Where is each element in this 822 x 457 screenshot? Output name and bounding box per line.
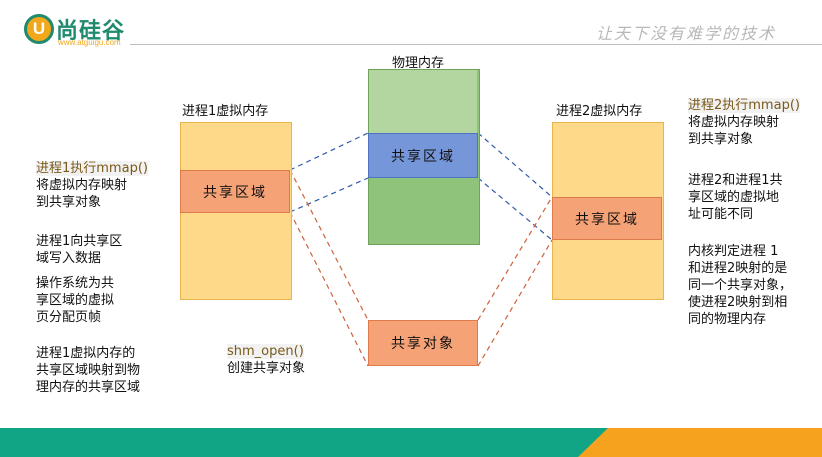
logo-icon: U: [24, 14, 54, 44]
p1-to-obj-bottom: [289, 211, 369, 367]
phys-to-p2-bottom: [477, 177, 553, 241]
slogan: 让天下没有难学的技术: [595, 24, 776, 43]
process1-title: 进程1虚拟内存: [182, 104, 269, 119]
shm-open-text: 创建共享对象: [227, 361, 306, 376]
shm-open-code: shm_open(): [227, 344, 304, 359]
shm-open-note: shm_open() 创建共享对象: [227, 343, 305, 377]
logo-url: www.atguigu.com: [58, 38, 121, 47]
left-note-2: 进程1向共享区 域写入数据: [36, 234, 123, 266]
logo-name: 尚硅谷: [56, 19, 126, 44]
obj-to-p2-top: [477, 196, 553, 321]
shared-object: 共享对象: [368, 320, 478, 366]
right-note-2: 进程2和进程1共 享区域的虚拟地 址可能不同: [688, 173, 783, 222]
physical-memory-title: 物理内存: [392, 56, 445, 71]
obj-to-p2-bottom: [477, 239, 553, 367]
left-note-3: 操作系统为共 享区域的虚拟 页分配页帧: [36, 276, 115, 325]
right-note-1: 进程2执行mmap() 将虚拟内存映射 到共享对象: [688, 98, 800, 147]
p1-to-obj-top: [289, 169, 369, 321]
process1-shared-region: 共享区域: [180, 170, 290, 213]
physical-shared-region: 共享区域: [368, 133, 478, 178]
header-divider: [130, 44, 822, 45]
process2-shared-region: 共享区域: [552, 197, 662, 240]
left-note-1: 进程1执行mmap() 将虚拟内存映射 到共享对象: [36, 161, 148, 210]
left-note-4: 进程1虚拟内存的 共享区域映射到物 理内存的共享区域: [36, 346, 141, 395]
p1-to-phys-top: [289, 132, 369, 171]
footer-accent: [578, 428, 822, 457]
phys-to-p2-top: [477, 132, 553, 198]
p1-to-phys-bottom: [289, 177, 369, 213]
process2-title: 进程2虚拟内存: [556, 104, 643, 119]
right-note-3: 内核判定进程 1 和进程2映射的是 同一个共享对象， 使进程2映射到相 同的物理…: [688, 244, 793, 327]
